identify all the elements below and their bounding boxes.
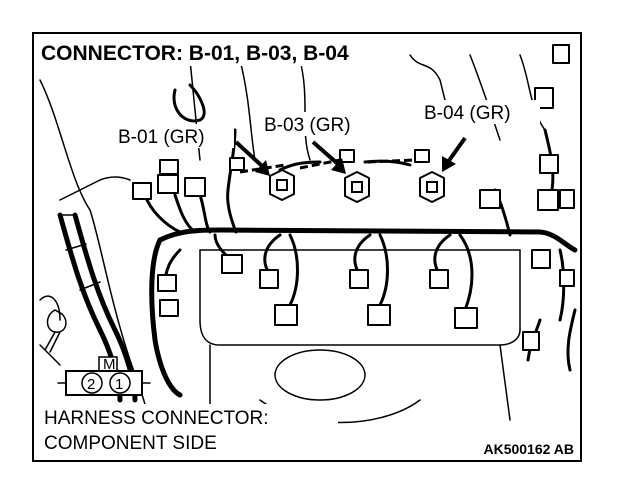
legend-pin-1: 1 — [115, 376, 123, 393]
connector-link-line — [239, 158, 416, 174]
connector-b04 — [419, 171, 445, 203]
title-bg — [38, 38, 394, 66]
connector-b03 — [344, 171, 370, 203]
misc-connectors — [39, 44, 575, 366]
diagram-frame — [32, 32, 582, 462]
legend-pin-2: 2 — [87, 376, 95, 393]
legend-mark: M — [103, 356, 116, 373]
footer-line-1: HARNESS CONNECTOR: — [44, 408, 269, 429]
footer-bg — [38, 404, 338, 456]
figure-code: AK500162 AB — [483, 441, 574, 457]
callout-b03: B-03 (GR) — [264, 115, 351, 136]
callout-b01: B-01 (GR) — [118, 127, 205, 148]
connector-b01 — [269, 169, 295, 201]
b01-label-bg — [116, 124, 234, 148]
legend-connector: M 2 1 — [57, 356, 151, 396]
diagram-title: CONNECTOR: B-01, B-03, B-04 — [41, 42, 349, 65]
footer-line-2: COMPONENT SIDE — [44, 433, 217, 454]
b04-label-bg — [422, 100, 540, 124]
b03-label-bg — [262, 112, 380, 136]
callout-b04: B-04 (GR) — [424, 103, 511, 124]
pointer-arrows — [234, 136, 467, 176]
